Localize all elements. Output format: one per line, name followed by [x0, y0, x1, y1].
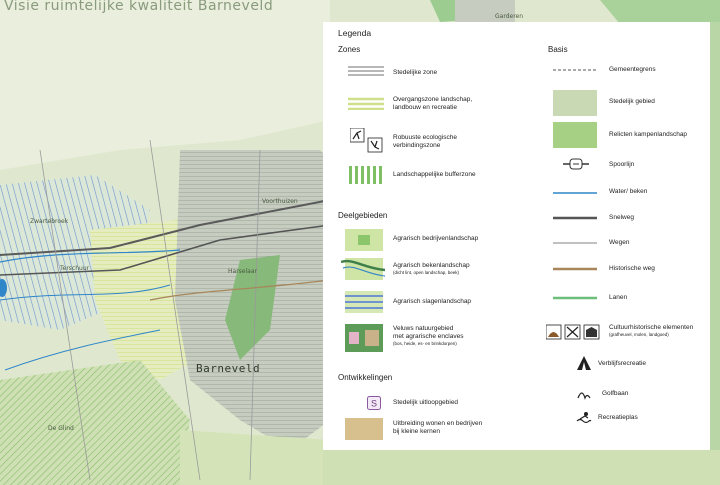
legend-bekenlandschap-note: (dicht lint, open landschap, beek): [393, 270, 460, 275]
symbol-ecologische-zone: [350, 128, 383, 153]
legend-ecologische-zone: Robuuste ecologische verbindingszone: [393, 134, 457, 150]
legend-slagenlandschap: Agrarisch slagenlandschap: [393, 298, 472, 305]
legend-gemeentegrens: Gemeentegrens: [609, 66, 656, 73]
golf-icon: [577, 392, 591, 400]
legend-veluws-natuurgebied: Veluws natuurgebied met agrarische encla…: [393, 325, 463, 347]
railway: [0, 224, 331, 276]
bottom-nature: [0, 360, 190, 485]
label-garderen: Garderen: [495, 13, 524, 20]
deer-icon: [350, 128, 365, 143]
label-harselaar: Harselaar: [228, 268, 257, 275]
legend-title: Legenda: [338, 28, 372, 38]
legend-ecologische-line1: Robuuste ecologische: [393, 134, 457, 141]
legend-uitbreiding: Uitbreiding wonen en bedrijven bij klein…: [393, 420, 482, 436]
swimmer-icon: [576, 418, 592, 424]
legend-stedelijk-gebied: Stedelijk gebied: [609, 98, 655, 105]
stream-3: [4, 329, 161, 371]
legend-relicten-kampenlandschap: Relicten kampenlandschap: [609, 131, 688, 138]
symbol-cultuurhistorisch: [546, 324, 600, 340]
legend-recreatieplas: Recreatieplas: [598, 414, 638, 421]
south-east-area: [323, 450, 720, 485]
s-badge-icon: [367, 396, 381, 410]
symbol-golfbaan: [577, 392, 591, 400]
symbol-bufferzone: [349, 166, 382, 184]
symbol-water-beken: [553, 192, 597, 194]
legend-wegen: Wegen: [609, 239, 630, 246]
legend-cultuurhistorisch-note: (grafheuvel, molen, landgoed): [609, 332, 669, 337]
symbol-snelweg: [553, 216, 597, 220]
deer-icon-2: [367, 137, 383, 153]
symbol-veluws-natuurgebied: [345, 324, 383, 352]
label-terschuur: Terschuur: [60, 265, 90, 272]
legend-heading-ontwikkelingen: Ontwikkelingen: [338, 373, 393, 382]
legend-uitbreiding-line2: bij kleine kernen: [393, 428, 440, 435]
east-area: [710, 22, 720, 450]
legend-uitbreiding-line1: Uitbreiding wonen en bedrijven: [393, 420, 483, 427]
label-de-glind: De Glind: [48, 425, 74, 432]
legend-overgangszone: Overgangszone landschap, landbouw en rec…: [393, 96, 472, 112]
symbol-verblijfsrecreatie: [577, 356, 591, 370]
legend-lanen: Lanen: [609, 294, 628, 301]
symbol-lanen: [553, 296, 597, 300]
lake: [0, 279, 7, 297]
legend-cultuurhistorisch-line1: Cultuurhistorische elementen: [609, 324, 694, 331]
label-barneveld: Barneveld: [196, 362, 261, 375]
symbol-slagenlandschap: [345, 291, 383, 313]
garderen-area: [455, 0, 515, 22]
label-zwartebroek: Zwartebroek: [30, 218, 69, 225]
legend-verblijfsrecreatie: Verblijfsrecreatie: [598, 360, 647, 367]
legend-bedrijvenlandschap: Agrarisch bedrijvenlandschap: [393, 235, 479, 242]
legend-historische-weg: Historische weg: [609, 265, 655, 272]
legend-bufferzone: Landschappelijke bufferzone: [393, 171, 476, 178]
legend-overgangszone-line2: landbouw en recreatie: [393, 104, 457, 111]
symbol-stedelijk-gebied: [553, 90, 597, 116]
map-title: Visie ruimtelijke kwaliteit Barneveld: [4, 0, 274, 14]
svg-text:S: S: [371, 399, 377, 409]
legend-veluws-note: (bos, heide, es- en brinkdorpen): [393, 341, 457, 346]
label-voorthuizen: Voorthuizen: [262, 198, 298, 205]
legend-stedelijke-zone: Stedelijke zone: [393, 69, 438, 76]
symbol-gemeentegrens: [553, 69, 597, 71]
stream-1: [0, 249, 181, 263]
symbol-bekenlandschap: [341, 258, 385, 280]
road-1: [39, 149, 91, 481]
legend-veluws-line2: met agrarische enclaves: [393, 333, 464, 340]
symbol-historische-weg: [553, 267, 597, 271]
symbol-recreatieplas: [576, 412, 592, 424]
symbol-uitbreiding: [345, 418, 383, 440]
symbol-stedelijke-zone: [348, 66, 384, 76]
legend-spoorlijn: Spoorlijn: [609, 161, 635, 168]
legend-water-beken: Water/ beken: [609, 188, 648, 195]
legend-snelweg: Snelweg: [609, 214, 634, 221]
legend-overgangszone-line1: Overgangszone landschap,: [393, 96, 473, 103]
symbol-overgangszone: [348, 97, 384, 110]
symbol-bedrijvenlandschap: [345, 229, 383, 251]
legend-heading-zones: Zones: [338, 45, 361, 54]
stream-2: [0, 284, 171, 301]
legend-heading-deelgebieden: Deelgebieden: [338, 211, 388, 220]
symbol-stedelijk-uitloopgebied: S: [367, 396, 381, 410]
road-2: [149, 139, 201, 481]
eco-corridor: [225, 255, 280, 360]
legend-panel: Legenda Zones Stedelijke zone Overgangsz…: [323, 22, 710, 450]
legend-ecologische-line2: verbindingszone: [393, 142, 441, 149]
legend-stedelijk-uitloopgebied: Stedelijk uitloopgebied: [393, 399, 459, 406]
legend-heading-basis: Basis: [548, 45, 568, 54]
bottom-strip: [180, 430, 330, 485]
historic-road: [149, 279, 331, 301]
symbol-spoorlijn: [563, 158, 589, 170]
symbol-wegen: [553, 242, 597, 244]
legend-golfbaan: Golfbaan: [602, 390, 629, 397]
legend-bekenlandschap-line1: Agrarisch bekenlandschap: [393, 262, 470, 269]
legend-bekenlandschap: Agrarisch bekenlandschap (dicht lint, op…: [393, 262, 470, 276]
map-north-area: [0, 0, 330, 170]
symbol-relicten-kampenlandschap: [553, 122, 597, 148]
legend-cultuurhistorisch: Cultuurhistorische elementen (grafheuvel…: [609, 324, 693, 338]
road-3: [249, 149, 261, 481]
legend-veluws-line1: Veluws natuurgebied: [393, 325, 454, 332]
